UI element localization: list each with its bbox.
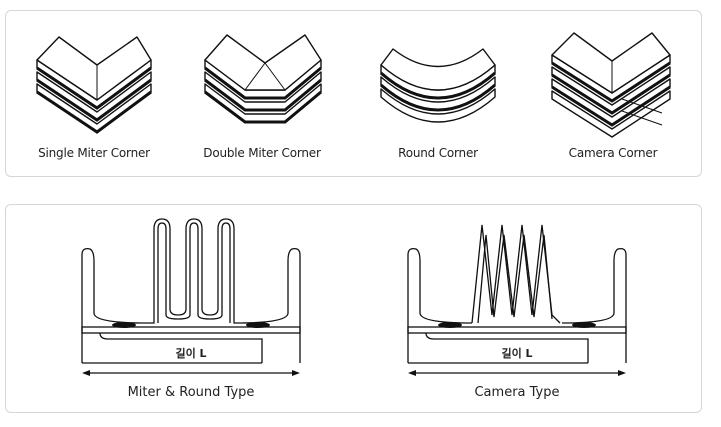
corner-item-double-miter: Double Miter Corner bbox=[187, 11, 337, 178]
corner-label: Camera Corner bbox=[568, 146, 658, 160]
double-miter-corner-drawing bbox=[204, 34, 322, 124]
bellows-item-camera: 길이 L Camera Type bbox=[352, 205, 682, 414]
camera-bellows-drawing bbox=[407, 224, 627, 376]
bellows-item-miter-round: 길이 L Miter & Round Type bbox=[26, 205, 356, 414]
length-label: 길이 L bbox=[175, 347, 207, 360]
round-corner-drawing bbox=[380, 48, 496, 123]
corner-types-panel: Single Miter Corner Double Miter Corner bbox=[5, 10, 702, 177]
type-label: Camera Type bbox=[474, 385, 560, 400]
corner-item-camera: Camera Corner bbox=[538, 11, 688, 178]
camera-corner-drawing bbox=[551, 32, 671, 138]
bellows-types-panel: 길이 L Miter & Round Type bbox=[5, 204, 702, 413]
type-label: Miter & Round Type bbox=[127, 385, 255, 400]
corner-label: Single Miter Corner bbox=[38, 146, 150, 160]
length-label: 길이 L bbox=[501, 347, 533, 360]
single-miter-corner-drawing bbox=[36, 36, 152, 134]
miter-round-bellows-drawing bbox=[81, 218, 301, 376]
corner-label: Double Miter Corner bbox=[203, 146, 321, 160]
corner-item-round: Round Corner bbox=[363, 11, 513, 178]
corner-item-single-miter: Single Miter Corner bbox=[19, 11, 169, 178]
corner-label: Round Corner bbox=[398, 146, 478, 160]
